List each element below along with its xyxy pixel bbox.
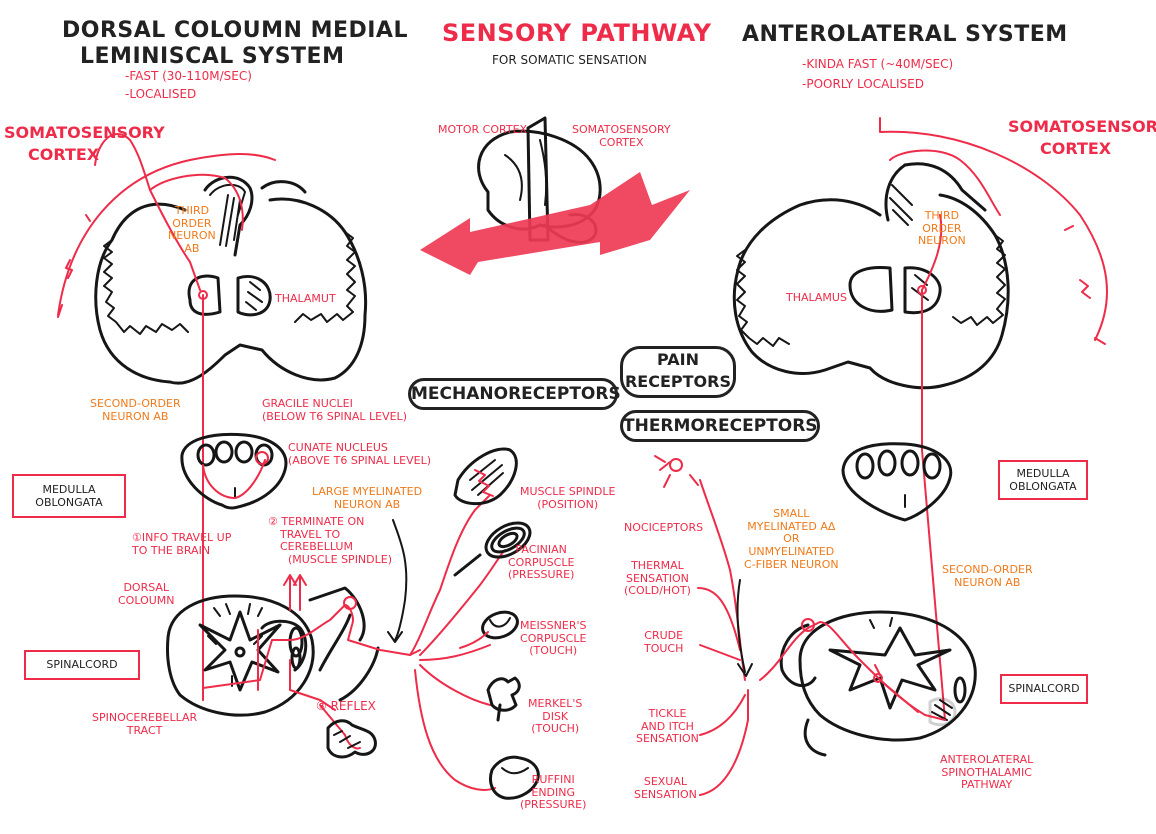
reflex-muscle [326, 719, 377, 759]
dcml-thalamus: Thalamut [275, 292, 336, 305]
gracile-nuclei: Gracile Nuclei (Below T6 Spinal Level) [262, 397, 407, 423]
dcml-title-line1: Dorsal Coloumn Medial [62, 18, 408, 43]
als-third-order: Third Order Neuron [918, 209, 966, 248]
center-title: Sensory Pathway [442, 19, 712, 47]
right-cortex-arc [879, 117, 1108, 341]
dcml-medulla-box: MedullaOblongata [12, 474, 126, 518]
ruffini-label: Ruffini Ending (Pressure) [520, 773, 587, 812]
als-cortex-line1: Somatosensory [1008, 117, 1156, 136]
dcml-cortex-line2: Cortex [28, 145, 100, 164]
dcml-cortex-line1: Somatosensory [4, 123, 165, 142]
center-somatosensory-label: Somatosensory Cortex [572, 123, 671, 149]
thermoreceptors-pill: Thermoreceptors [620, 410, 820, 442]
dcml-third-order: Third Order Neuron Aβ [168, 204, 216, 255]
als-fast: -Kinda Fast (~40m/sec) [802, 57, 954, 71]
pacinian-label: Pacinian Corpuscle (Pressure) [508, 543, 575, 582]
dcml-second-order: Second-Order Neuron Aβ [90, 397, 181, 423]
dcml-spinalcord-box: Spinalcord [24, 650, 140, 680]
info-travel: ①Info Travel Up to the Brain [132, 531, 232, 557]
small-myelinated-neuron: Small Myelinated Aδ or Unmyelinated C-Fi… [744, 507, 839, 571]
als-medulla-box: MedullaOblongata [998, 460, 1088, 500]
dorsal-column: Dorsal Coloumn [118, 581, 175, 607]
thermal-sensation-label: Thermal Sensation (Cold/Hot) [624, 559, 691, 598]
center-subtitle: For Somatic Sensation [492, 53, 647, 67]
dcml-localised: -Localised [125, 87, 197, 101]
als-thalamus: Thalamus [786, 291, 847, 304]
right-afferent-neuron [759, 621, 946, 721]
als-spinalcord-box: Spinalcord [1000, 674, 1088, 704]
right-ascending-neuron [921, 289, 946, 721]
crude-touch-label: Crude Touch [644, 629, 684, 655]
nociceptors-label: Nociceptors [624, 521, 704, 534]
als-cortex-line2: Cortex [1040, 139, 1112, 158]
left-medulla [180, 432, 288, 510]
spinocerebellar-tract: Spinocerebellar Tract [92, 711, 198, 737]
tickle-itch-label: Tickle and Itch Sensation [636, 707, 699, 746]
als-localised: -Poorly Localised [802, 77, 924, 91]
als-title: Anterolateral System [742, 22, 1068, 47]
large-myelinated-neuron: Large Myelinated Neuron Aβ [312, 485, 423, 511]
pain-receptors-pill: Pain Receptors [620, 346, 736, 398]
muscle-spindle-label: Muscle Spindle (Position) [520, 485, 616, 511]
dcml-fast: -Fast (30-110m/sec) [125, 69, 252, 83]
center-arrow-band [420, 172, 690, 275]
right-brain-section [732, 162, 1010, 390]
merkels-label: Merkel's Disk (Touch) [528, 697, 583, 736]
als-second-order: Second-Order Neuron Aβ [942, 563, 1033, 589]
sexual-sensation-label: Sexual Sensation [634, 775, 697, 801]
meissners-label: Meissner's Corpuscle (Touch) [520, 619, 587, 658]
left-spinal-cord [166, 586, 380, 717]
spinothalamic-pathway: Anterolateral Spinothalamic Pathway [940, 753, 1034, 792]
right-medulla [841, 442, 953, 522]
left-afferent-neuron [202, 604, 421, 701]
motor-cortex-label: Motor Cortex [438, 123, 528, 136]
center-brain [420, 116, 690, 275]
receptor-icons [453, 447, 540, 800]
mechanoreceptors-pill: Mechanoreceptors [408, 378, 621, 410]
left-brain-section [94, 175, 368, 385]
terminate-cerebellum: ② Terminate on Travel to Cerebellum (Mus… [268, 515, 393, 566]
cunate-nucleus: Cunate Nucleus (Above T6 Spinal Level) [288, 441, 432, 467]
left-cortex-arc [57, 153, 276, 316]
reflex-label: ③ Reflex [316, 699, 376, 713]
dcml-title-line2: Leminiscal System [80, 44, 345, 69]
right-spinal-cord [779, 610, 977, 757]
